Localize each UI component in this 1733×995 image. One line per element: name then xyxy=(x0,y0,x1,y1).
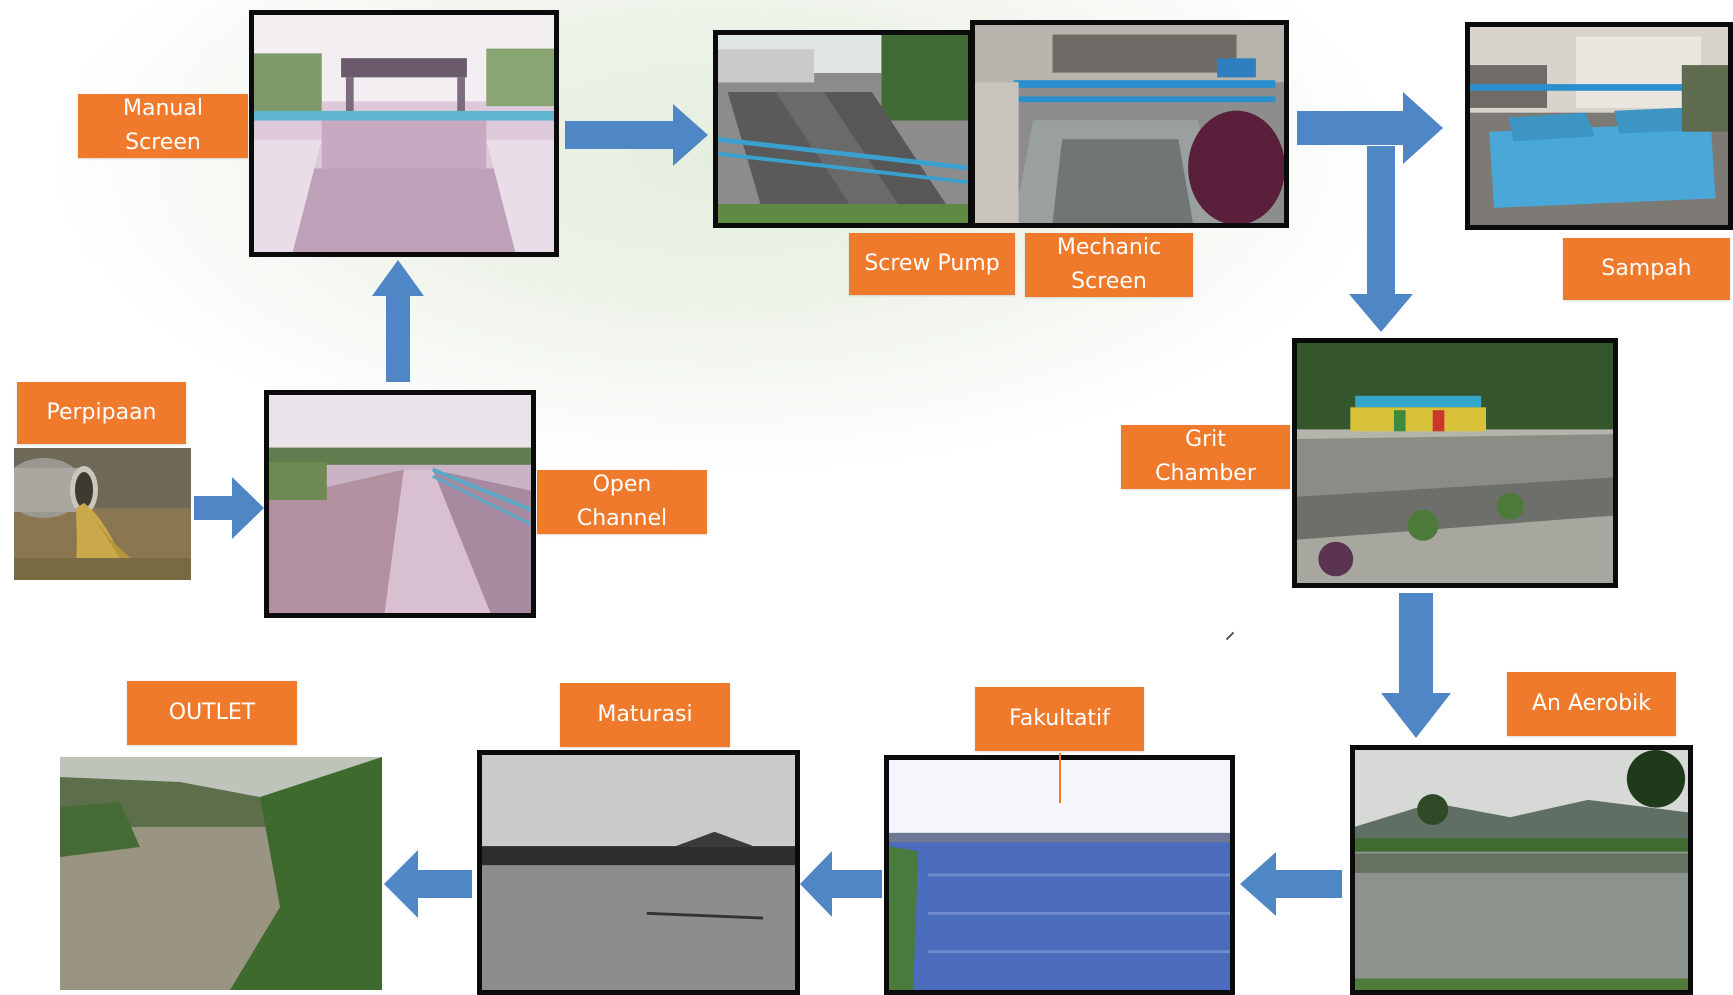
mechanic-screen-photo xyxy=(970,20,1289,228)
arrow-mechanic-screen-to-grit-chamber xyxy=(1349,146,1413,332)
maturation-pond-photo xyxy=(477,750,800,995)
drain-pipe-photo xyxy=(14,448,191,580)
arrow-mechanic-screen-to-sampah xyxy=(1297,92,1443,164)
label-grit-chamber: Grit Chamber xyxy=(1121,425,1290,489)
label-manual-screen: Manual Screen xyxy=(78,94,248,158)
arrow-fakultatif-to-maturasi xyxy=(800,851,882,917)
open-channel-photo xyxy=(264,390,536,618)
label-fakultatif: Fakultatif xyxy=(975,687,1144,751)
arrow-grit-chamber-to-an-aerobik xyxy=(1381,593,1451,738)
label-perpipaan: Perpipaan xyxy=(17,382,186,444)
arrow-open-channel-to-manual-screen xyxy=(372,260,424,382)
label-maturasi: Maturasi xyxy=(560,683,730,747)
stray-line-mark xyxy=(1225,631,1235,641)
arrow-an-aerobik-to-fakultatif xyxy=(1240,852,1342,916)
arrow-maturasi-to-outlet xyxy=(384,850,472,918)
waste-container-photo xyxy=(1465,22,1733,230)
label-open-channel: Open Channel xyxy=(537,470,707,534)
connector-tick-mark xyxy=(1059,753,1061,803)
manual-screen-photo xyxy=(249,10,559,257)
arrow-perpipaan-to-open-channel xyxy=(194,477,264,539)
screw-pump-photo xyxy=(713,30,973,228)
outlet-river-photo xyxy=(60,757,382,990)
label-an-aerobik: An Aerobik xyxy=(1507,672,1676,736)
label-outlet: OUTLET xyxy=(127,681,297,745)
label-mechanic-screen: Mechanic Screen xyxy=(1025,233,1193,297)
label-screw-pump: Screw Pump xyxy=(849,233,1015,295)
label-sampah: Sampah xyxy=(1563,238,1730,300)
grit-chamber-photo xyxy=(1292,338,1618,588)
arrow-manual-screen-to-screw-pump xyxy=(565,104,708,166)
anaerobic-pond-photo xyxy=(1350,745,1693,995)
